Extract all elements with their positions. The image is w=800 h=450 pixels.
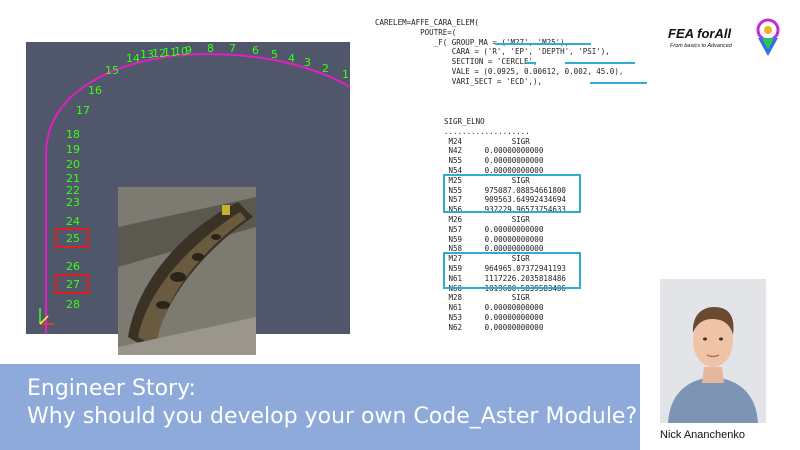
xyz-axis-icon — [39, 308, 54, 325]
node-label-26: 26 — [66, 260, 80, 273]
node-label-12: 12 — [152, 47, 166, 60]
m27-highlight-box — [443, 252, 581, 289]
node-label-24: 24 — [66, 215, 80, 228]
group-ma-underline — [495, 43, 591, 45]
node-label-13: 13 — [140, 48, 154, 61]
slide-title-line-2: Why should you develop your own Code_Ast… — [27, 404, 638, 429]
node-label-6: 6 — [252, 44, 259, 57]
vale-underline — [590, 82, 647, 84]
node-label-8: 8 — [207, 42, 214, 55]
node-label-16: 16 — [88, 84, 102, 97]
pipe-illustration — [118, 187, 256, 355]
m25-highlight-box — [443, 174, 581, 213]
presenter-photo — [660, 279, 766, 423]
cara-underline — [526, 62, 536, 64]
node-label-27: 27 — [66, 278, 80, 291]
node-label-25: 25 — [66, 232, 80, 245]
depth-psi-underline — [565, 62, 635, 64]
beam-centerline — [45, 52, 350, 334]
node-label-18: 18 — [66, 128, 80, 141]
node-label-11: 11 — [163, 46, 177, 59]
node-highlight-box-25 — [55, 228, 89, 248]
sigr-elno-output: SIGR_ELNO ................... M24 SIGR N… — [444, 117, 566, 332]
node-label-19: 19 — [66, 143, 80, 156]
presenter-portrait-icon — [660, 279, 766, 423]
node-label-3: 3 — [304, 56, 311, 69]
node-label-1: 1 — [342, 68, 349, 81]
node-label-7: 7 — [229, 42, 236, 55]
node-label-22: 22 — [66, 184, 80, 197]
node-highlight-box-27 — [55, 274, 89, 294]
node-label-17: 17 — [76, 104, 90, 117]
node-label-28: 28 — [66, 298, 80, 311]
corroded-pipe-photo — [118, 187, 256, 355]
logo-tagline: From basics to Advanced — [670, 43, 732, 49]
node-label-5: 5 — [271, 48, 278, 61]
node-label-15: 15 — [105, 64, 119, 77]
node-label-4: 4 — [288, 52, 295, 65]
node-label-9: 9 — [185, 44, 192, 57]
logo-text: FEA forAll — [668, 26, 732, 41]
node-label-23: 23 — [66, 196, 80, 209]
slide-title-line-1: Engineer Story: — [27, 376, 196, 401]
node-label-14: 14 — [126, 52, 140, 65]
node-label-20: 20 — [66, 158, 80, 171]
node-label-2: 2 — [322, 62, 329, 75]
node-label-10: 10 — [174, 45, 188, 58]
node-label-21: 21 — [66, 172, 80, 185]
presenter-name: Nick Ananchenko — [660, 429, 745, 441]
affe-cara-elem-code: CARELEM=AFFE_CARA_ELEM( POUTRE=( _F( GRO… — [375, 18, 624, 86]
logo-mark-icon — [756, 18, 780, 56]
beam-mesh-plot: 1234567891011121314151617181920212223242… — [39, 42, 350, 334]
fea-forall-logo: FEA forAll From basics to Advanced — [668, 14, 786, 58]
